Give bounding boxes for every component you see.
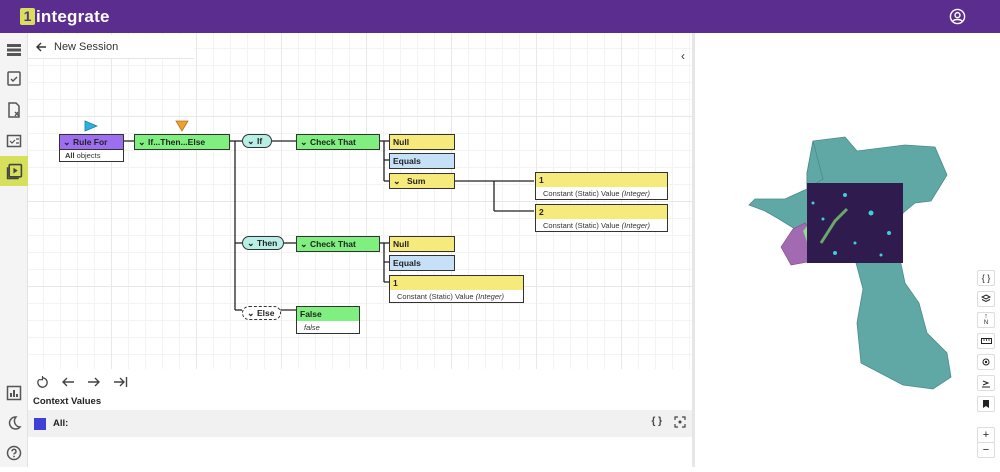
chevron-down-icon[interactable]: ⌄	[63, 136, 71, 147]
constant-type: (Integer)	[475, 291, 505, 301]
chevron-down-icon[interactable]: ⌄	[300, 136, 308, 147]
context-values-label: Context Values	[33, 396, 102, 407]
if-label: If	[257, 136, 263, 146]
start-marker-icon	[84, 120, 98, 132]
help-icon[interactable]	[2, 441, 26, 465]
rule-for-node[interactable]: ⌄Rule For All objects	[59, 134, 124, 162]
check-that-label: Check That	[310, 239, 356, 249]
constant-value: 1	[536, 173, 667, 187]
panel-divider[interactable]	[692, 33, 695, 467]
zoom-controls: + −	[977, 427, 995, 458]
chevron-down-icon[interactable]: ⌄	[247, 307, 255, 318]
then-branch[interactable]: ⌄Then	[242, 236, 284, 250]
sum-node[interactable]: ⌄ Sum	[389, 173, 455, 189]
filter-icon[interactable]	[977, 375, 995, 391]
else-branch[interactable]: ⌄Else	[242, 306, 281, 320]
null-node-2[interactable]: Null	[389, 236, 455, 252]
layers-icon[interactable]	[977, 291, 995, 307]
check-that-label: Check That	[310, 137, 356, 147]
map-view[interactable]	[695, 33, 1000, 467]
session-title: New Session	[54, 40, 119, 53]
code-braces-icon[interactable]: { }	[651, 416, 662, 427]
report-icon[interactable]	[2, 129, 26, 153]
check-that-node-1[interactable]: ⌄Check That	[296, 134, 380, 150]
false-value: false	[304, 322, 320, 332]
logo-badge: 1	[20, 8, 35, 25]
equals-label: Equals	[390, 154, 454, 168]
rule-for-scope: All	[65, 151, 75, 160]
connector-lines	[124, 140, 534, 311]
map-features	[748, 136, 952, 390]
north-arrow-icon[interactable]: ↑N	[977, 312, 995, 328]
file-search-icon[interactable]	[2, 98, 26, 122]
rule-canvas[interactable]	[28, 33, 692, 369]
constant-value: 2	[536, 205, 667, 219]
session-header: New Session	[28, 35, 194, 59]
chevron-down-icon[interactable]: ⌄	[138, 136, 146, 147]
constant-value-node-3[interactable]: 1 Constant (Static) Value (Integer)	[389, 275, 524, 303]
constant-type: (Integer)	[621, 220, 651, 230]
locate-icon[interactable]	[977, 354, 995, 370]
left-sidebar	[0, 33, 28, 467]
constant-label: Constant (Static) Value	[543, 188, 622, 198]
skip-to-end-icon[interactable]	[112, 374, 128, 390]
false-node[interactable]: False false	[296, 306, 360, 334]
constant-type: (Integer)	[621, 188, 651, 198]
if-branch[interactable]: ⌄If	[242, 134, 272, 148]
reset-icon[interactable]	[34, 374, 50, 390]
check-that-node-2[interactable]: ⌄Check That	[296, 236, 380, 252]
equals-label: Equals	[390, 256, 454, 270]
focus-icon[interactable]	[674, 416, 686, 428]
checklist-icon[interactable]	[2, 66, 26, 90]
code-braces-icon[interactable]: { }	[977, 270, 995, 286]
constant-label: Constant (Static) Value	[543, 220, 622, 230]
chevron-down-icon[interactable]: ⌄	[393, 175, 401, 186]
then-label: Then	[257, 238, 278, 248]
context-color-swatch	[34, 417, 46, 430]
list-icon[interactable]	[2, 38, 26, 62]
logo-text: integrate	[36, 6, 110, 26]
breakpoint-marker-icon	[175, 120, 189, 132]
play-session-icon[interactable]	[0, 156, 28, 186]
if-then-else-node[interactable]: ⌄If...Then...Else	[134, 134, 230, 150]
equals-node-2[interactable]: Equals	[389, 255, 455, 271]
null-label: Null	[390, 135, 454, 149]
sum-label: Sum	[407, 176, 426, 186]
chevron-down-icon[interactable]: ⌄	[247, 237, 255, 248]
rule-for-title: Rule For	[73, 137, 108, 147]
step-forward-icon[interactable]	[86, 374, 102, 390]
north-label: N	[983, 320, 989, 326]
top-app-bar: 1 integrate	[0, 0, 1000, 33]
zoom-in-icon[interactable]: +	[977, 427, 995, 443]
dark-mode-icon[interactable]	[2, 411, 26, 435]
bookmark-icon[interactable]	[977, 396, 995, 412]
constant-value: 1	[390, 276, 523, 290]
else-label: Else	[257, 308, 275, 318]
chevron-down-icon[interactable]: ⌄	[300, 238, 308, 249]
constant-value-node-1[interactable]: 1 Constant (Static) Value (Integer)	[535, 172, 668, 200]
collapse-left-icon[interactable]: ‹	[681, 49, 685, 63]
map-toolbar: { } ↑N	[977, 270, 995, 412]
false-label: False	[297, 307, 359, 321]
rule-for-scope-rest: objects	[74, 151, 101, 160]
ruler-icon[interactable]	[977, 333, 995, 349]
step-back-icon[interactable]	[60, 374, 76, 390]
context-row-text: All:	[53, 418, 69, 429]
chevron-down-icon[interactable]: ⌄	[247, 135, 255, 146]
constant-label: Constant (Static) Value	[397, 291, 476, 301]
app-logo[interactable]: 1 integrate	[20, 7, 110, 26]
chart-icon[interactable]	[2, 381, 26, 405]
equals-node-1[interactable]: Equals	[389, 153, 455, 169]
zoom-out-icon[interactable]: −	[977, 442, 995, 458]
account-circle-icon[interactable]	[949, 8, 966, 25]
null-label: Null	[390, 237, 454, 251]
if-then-else-label: If...Then...Else	[148, 137, 206, 147]
back-arrow-icon[interactable]	[28, 41, 54, 53]
null-node-1[interactable]: Null	[389, 134, 455, 150]
constant-value-node-2[interactable]: 2 Constant (Static) Value (Integer)	[535, 204, 668, 232]
playback-toolbar	[28, 369, 692, 395]
context-row[interactable]: All: { }	[28, 410, 692, 437]
